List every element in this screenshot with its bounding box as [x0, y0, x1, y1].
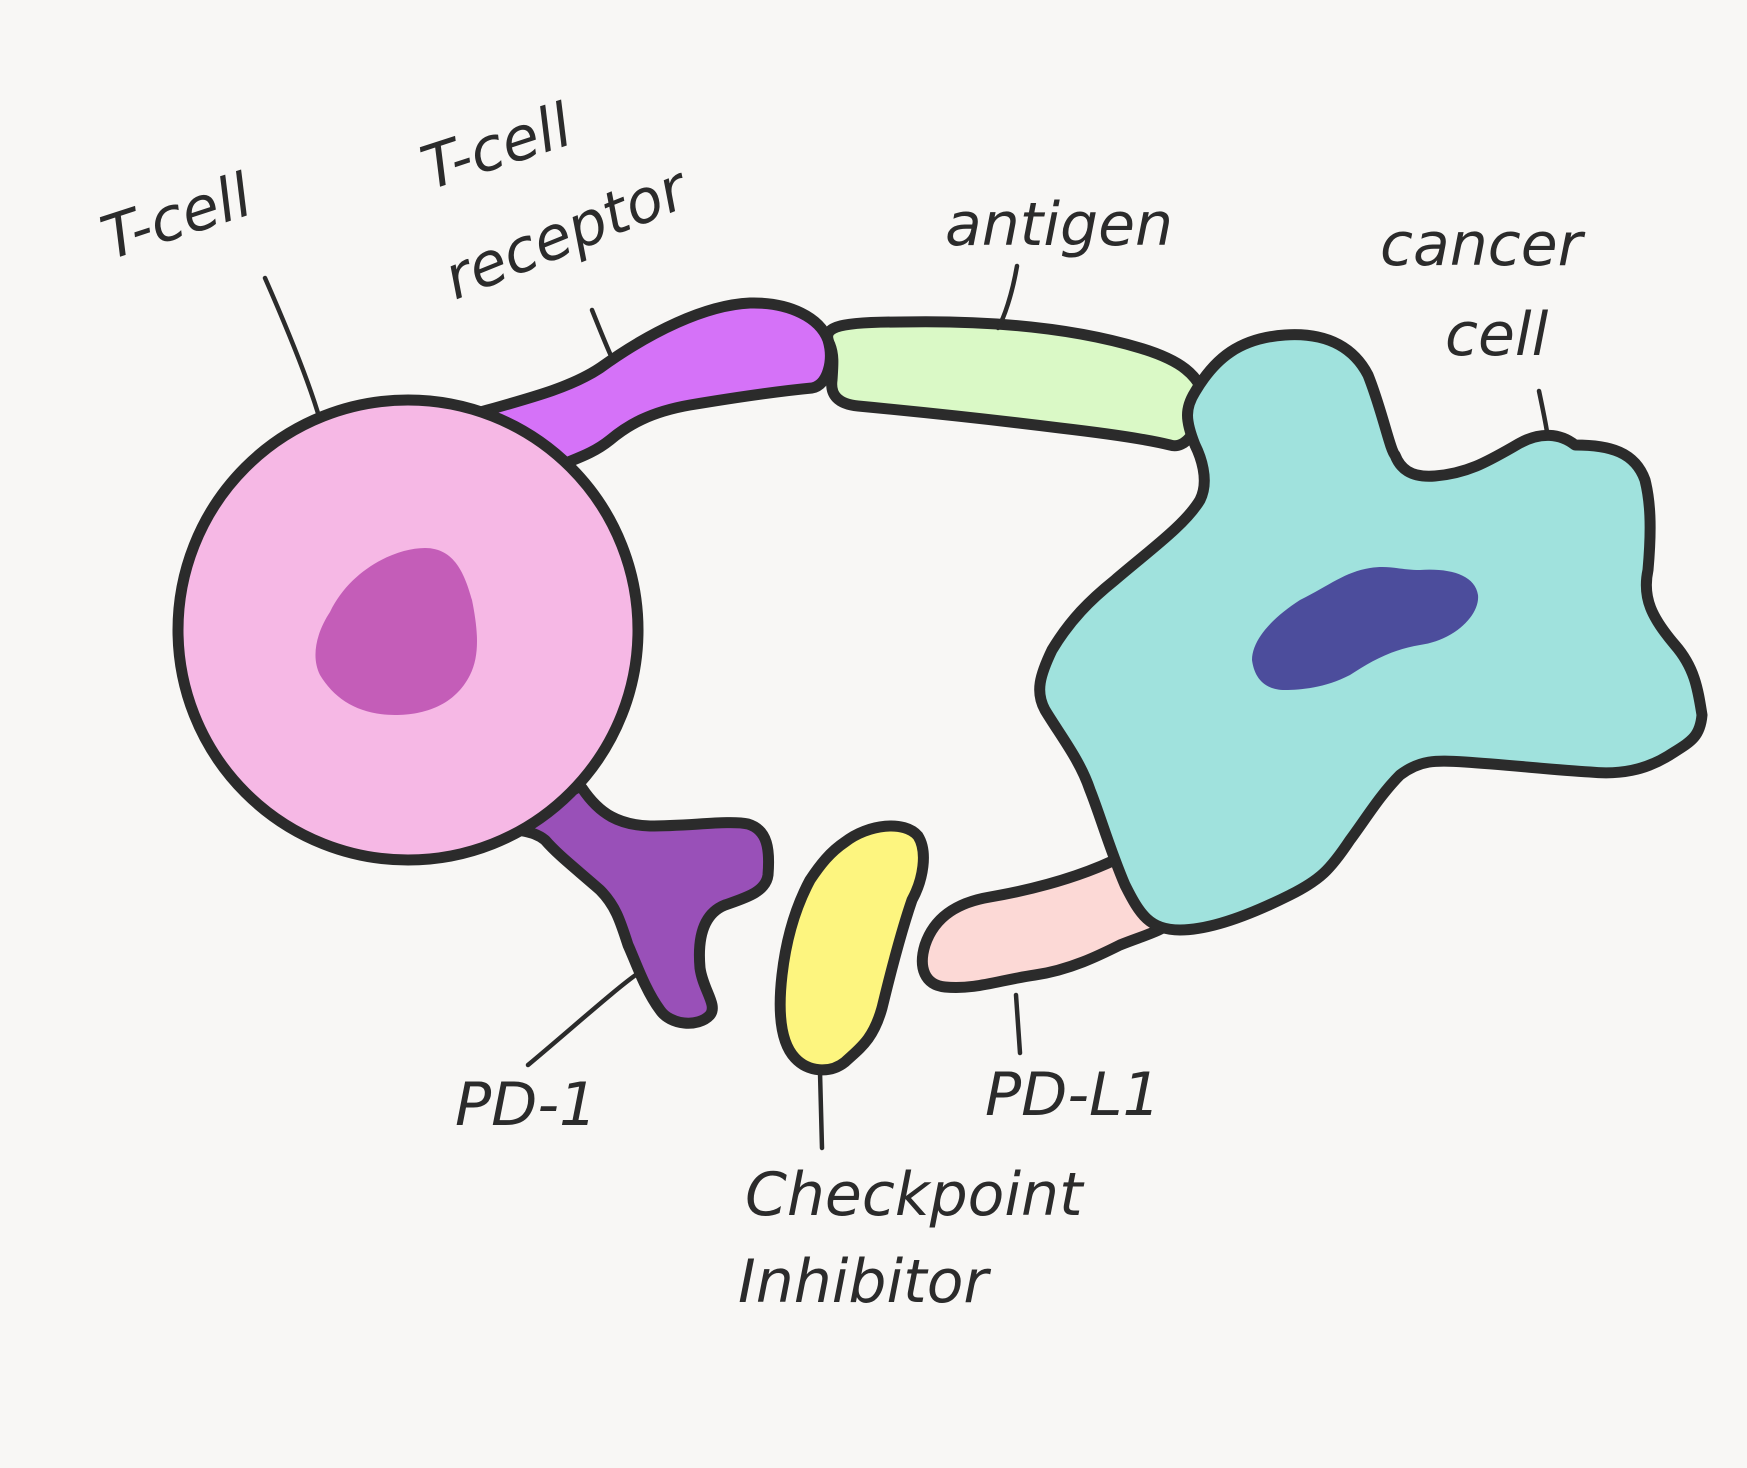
- cancer-cell-label-line2: cell: [1445, 300, 1549, 370]
- antigen-leader: [995, 263, 1020, 331]
- checkpoint-leader: [817, 1069, 825, 1151]
- t-cell-nucleus: [315, 548, 477, 715]
- cancer-cell-leader: [1536, 388, 1550, 435]
- pd1-shape: [514, 782, 775, 1029]
- checkpoint-inhibitor-label-line2: Inhibitor: [738, 1247, 991, 1317]
- pd1-label: PD-1: [455, 1070, 597, 1140]
- antigen-label: antigen: [945, 190, 1173, 260]
- pdl1-label: PD-L1: [985, 1060, 1161, 1130]
- pd1-leader: [525, 969, 643, 1068]
- checkpoint-inhibitor-shape: [774, 820, 929, 1076]
- checkpoint-inhibitor-label-line1: Checkpoint: [745, 1160, 1085, 1230]
- cancer-cell-label-line1: cancer: [1380, 210, 1586, 280]
- t-cell-leader: [262, 275, 323, 423]
- t-cell-receptor-leader: [589, 307, 617, 365]
- pdl1-leader: [1013, 992, 1023, 1056]
- antigen-shape: [822, 316, 1211, 452]
- cancer-cell-nucleus: [1252, 567, 1479, 690]
